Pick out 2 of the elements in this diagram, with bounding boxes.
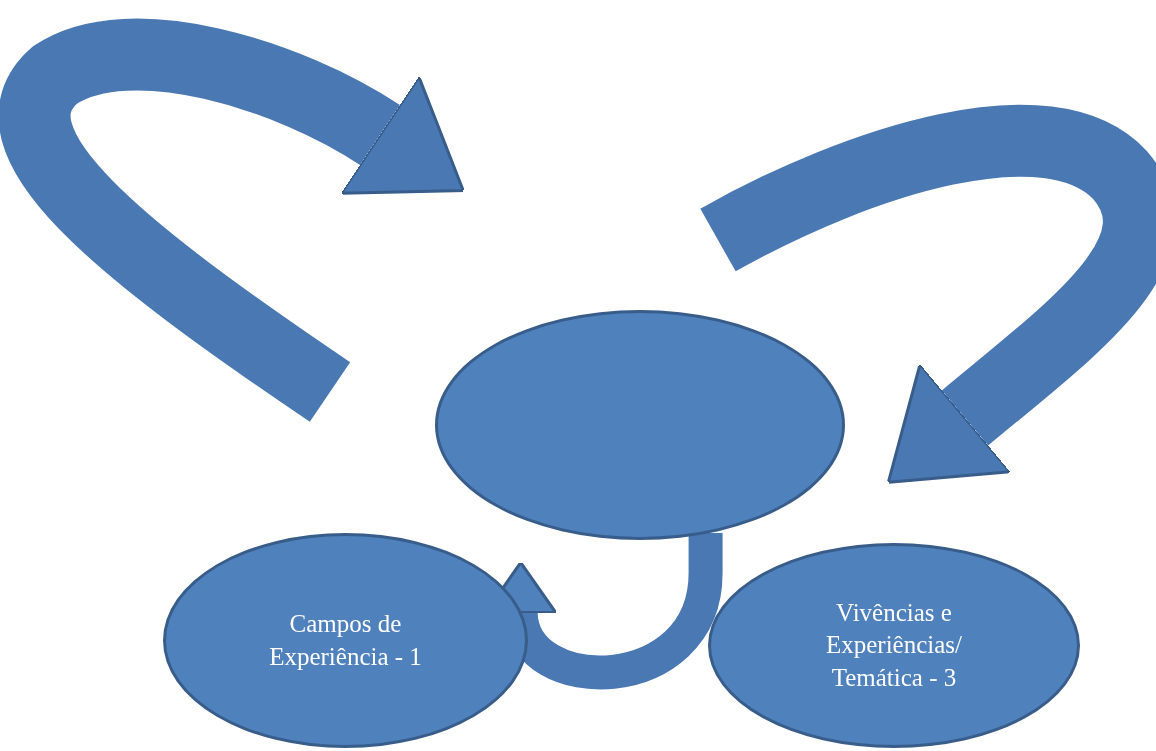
node-label: Vivências e Experiências/ Temática - 3 <box>824 597 964 693</box>
node-label: Campos de Experiência - 1 <box>268 609 423 672</box>
